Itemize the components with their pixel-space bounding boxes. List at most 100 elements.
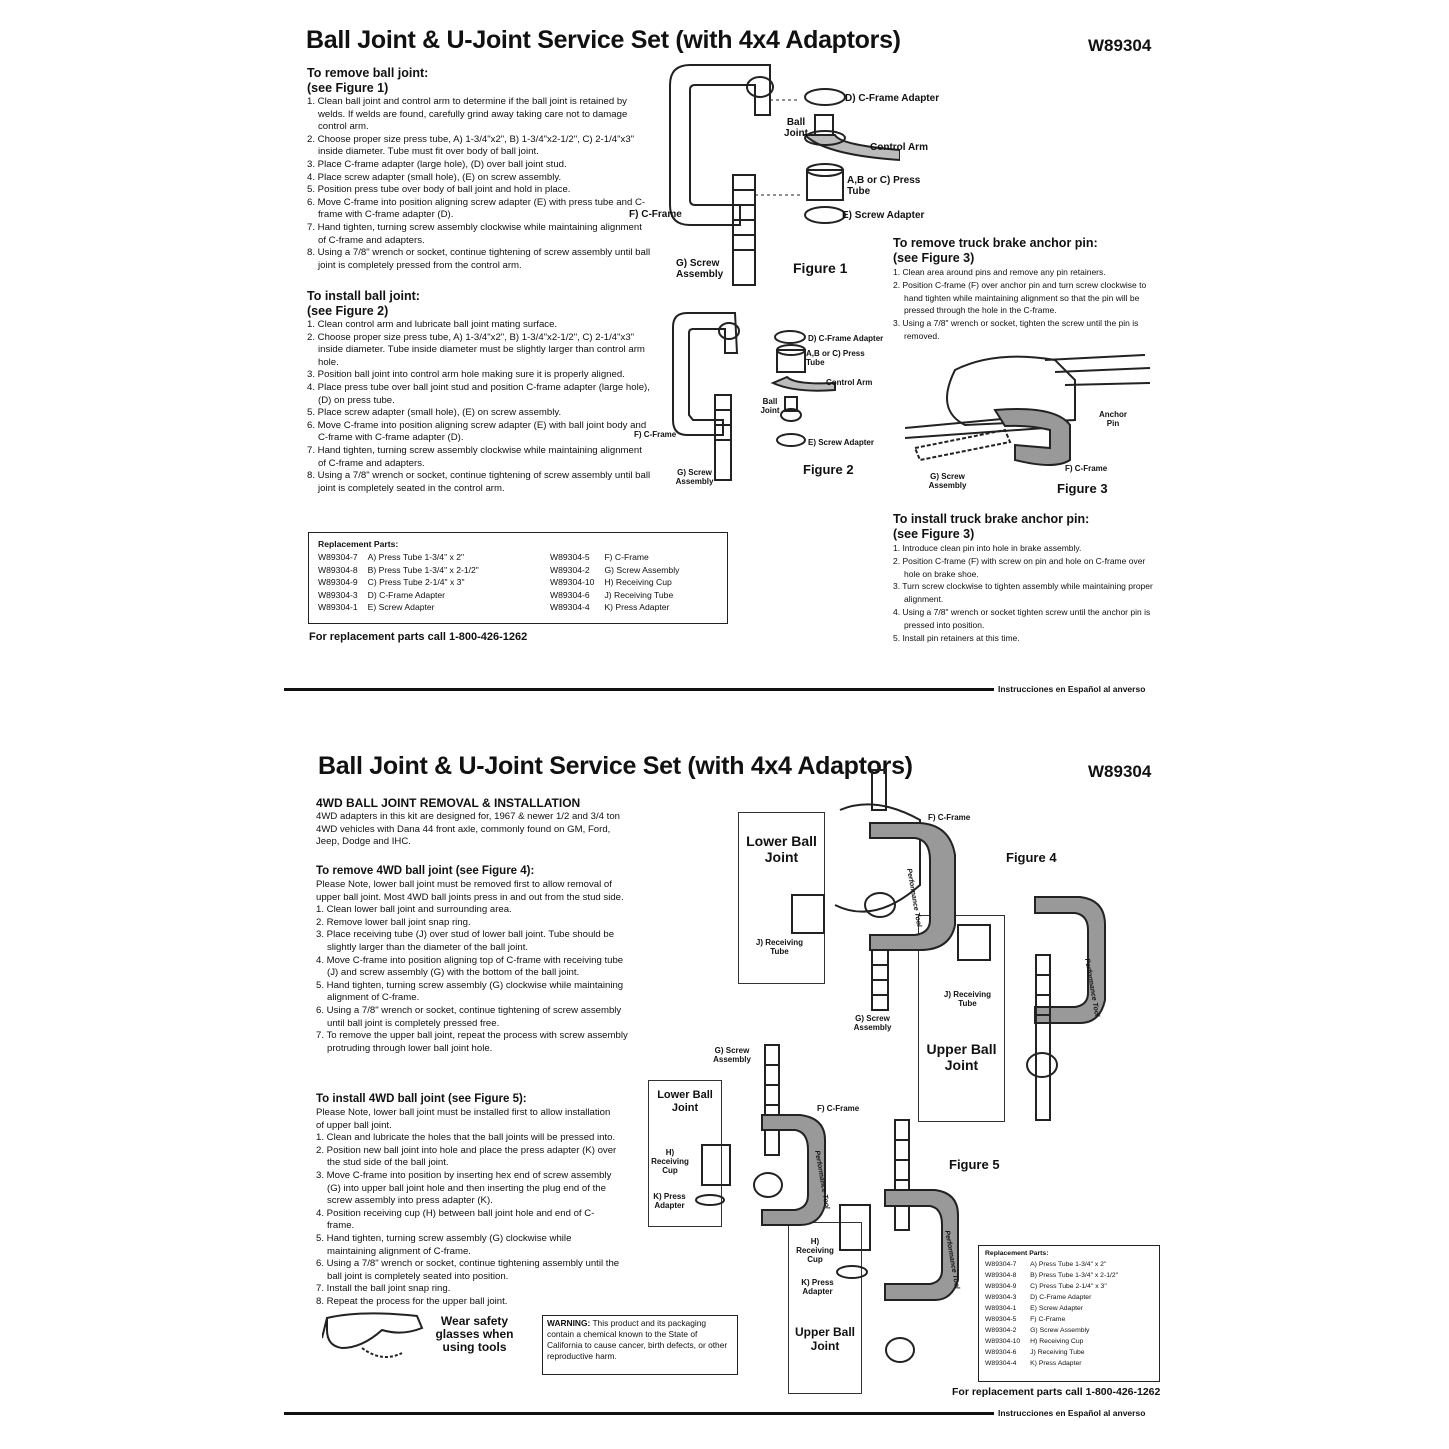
part-description: J) Receiving Tube (1030, 1349, 1085, 1356)
part-number: W89304-5 (985, 1316, 1017, 1323)
part-number: W89304-8 (318, 564, 358, 575)
step: 6. Move C-frame into position aligning s… (307, 419, 647, 444)
step: 1. Clean area around pins and remove any… (893, 267, 1106, 277)
section-remove-ball-joint: To remove ball joint: (see Figure 1) 1. … (307, 66, 652, 272)
part-number: W89304-2 (985, 1327, 1017, 1334)
section-install-anchor-pin: To install truck brake anchor pin: (see … (893, 512, 1158, 644)
step: 4. Place screw adapter (small hole), (E)… (307, 171, 562, 183)
step: 1. Clean control arm and lubricate ball … (307, 319, 558, 330)
part-description: J) Receiving Tube (604, 589, 674, 600)
part-number: W89304-7 (318, 552, 358, 562)
fig4-lower-block: Lower Ball Joint (738, 812, 825, 984)
parts-row: W89304-2 G) Screw Assembly (550, 564, 689, 577)
part-description: C) Press Tube 2-1/4" x 3" (367, 577, 465, 588)
parts-row: W89304-7 A) Press Tube 1-3/4" x 2" (985, 1259, 1128, 1270)
part-description: G) Screw Assembly (604, 564, 680, 575)
safety-glasses-icon (322, 1312, 424, 1358)
divider-bottom (284, 1412, 994, 1415)
subheading: (see Figure 3) (893, 527, 975, 541)
fig2-label-e: E) Screw Adapter (808, 438, 874, 447)
replacement-phone: For replacement parts call 1-800-426-126… (309, 631, 528, 643)
section-install-4wd: To install 4WD ball joint (see Figure 5)… (316, 1092, 621, 1309)
fig5-lower-label: Lower Ball Joint (657, 1089, 713, 1114)
figure-3-caption: Figure 3 (1057, 481, 1108, 496)
note: Please Note, lower ball joint must be re… (316, 879, 624, 903)
part-description: C) Press Tube 2-1/4" x 3" (1030, 1283, 1107, 1290)
bottom-part-number: W89304 (1088, 762, 1152, 781)
step: 8. Repeat the process for the upper ball… (316, 1295, 508, 1307)
part-description: D) C-Frame Adapter (1030, 1294, 1092, 1301)
figure-1-caption: Figure 1 (793, 260, 848, 276)
part-description: E) Screw Adapter (1030, 1305, 1084, 1312)
spanish-note-bottom: Instrucciones en Español al anverso (998, 1408, 1146, 1418)
part-description: K) Press Adapter (1030, 1360, 1082, 1367)
heading: To remove truck brake anchor pin: (893, 236, 1098, 250)
heading: To remove ball joint: (307, 66, 429, 80)
step: 3. Move C-frame into position by inserti… (316, 1169, 612, 1207)
part-number: W89304-8 (985, 1272, 1017, 1279)
bottom-title: Ball Joint & U-Joint Service Set (with 4… (318, 752, 913, 780)
safety-text: Wear safety glasses when using tools (435, 1314, 514, 1354)
step: 3. Using a 7/8" wrench or socket, tighte… (893, 318, 1139, 341)
figure-1-drawing (669, 64, 900, 286)
fig4-label-g: G) Screw Assembly (853, 1014, 892, 1032)
step: 3. Place C-frame adapter (large hole), (… (307, 158, 567, 170)
top-title: Ball Joint & U-Joint Service Set (with 4… (306, 26, 901, 54)
parts-heading: Replacement Parts: (318, 539, 399, 549)
part-number: W89304-1 (318, 602, 358, 613)
figure-5-drawing (695, 1044, 959, 1363)
heading: To install truck brake anchor pin: (893, 512, 1090, 526)
fig1-label-ball: Ball Joint (784, 117, 808, 139)
part-number: W89304-6 (985, 1349, 1017, 1356)
fig4-lower-label: Lower Ball Joint (746, 833, 817, 865)
step: 2. Position new ball joint into hole and… (316, 1144, 617, 1169)
divider-top (284, 688, 994, 691)
warning-label: WARNING: (547, 1318, 591, 1328)
fig5-lower-block: Lower Ball Joint (648, 1080, 722, 1227)
step: 7. Hand tighten, turning screw assembly … (307, 221, 642, 246)
part-number: W89304-9 (985, 1283, 1017, 1290)
part-number: W89304-6 (550, 589, 590, 600)
step: 5. Place screw adapter (small hole), (E)… (307, 407, 562, 419)
part-description: K) Press Adapter (604, 602, 670, 613)
part-number: W89304-10 (985, 1338, 1021, 1345)
step: 3. Position ball joint into control arm … (307, 369, 625, 381)
step: 1. Clean ball joint and control arm to d… (307, 96, 628, 133)
step: 2. Position C-frame (F) over anchor pin … (893, 279, 1147, 316)
part-description: A) Press Tube 1-3/4" x 2" (367, 552, 465, 562)
step: 4. Move C-frame into position aligning t… (316, 954, 624, 979)
subheading: (see Figure 1) (307, 81, 389, 95)
warning-box: WARNING: This product and its packaging … (542, 1315, 738, 1375)
spanish-note-top: Instrucciones en Español al anverso (998, 684, 1146, 694)
fig1-label-f: F) C-Frame (629, 209, 682, 220)
fig5-label-f: F) C-Frame (817, 1104, 860, 1113)
fig3-label-anchor: Anchor Pin (1099, 410, 1127, 428)
step: 5. Hand tighten, turning screw assembly … (316, 979, 624, 1004)
fig4-label-j2: J) Receiving Tube (943, 990, 992, 1008)
part-number: W89304-7 (985, 1261, 1017, 1268)
parts-row: W89304-6 J) Receiving Tube (985, 1347, 1128, 1358)
fig2-label-tube: A,B or C) Press Tube (806, 349, 865, 367)
fig4-upper-label: Upper Ball Joint (926, 1041, 997, 1073)
part-number: W89304-3 (985, 1294, 1017, 1301)
part-description: B) Press Tube 1-3/4" x 2-1/2" (1030, 1272, 1119, 1279)
part-description: B) Press Tube 1-3/4" x 2-1/2" (367, 564, 479, 575)
part-description: F) C-Frame (1030, 1316, 1066, 1323)
section-install-ball-joint: To install ball joint: (see Figure 2) 1.… (307, 289, 652, 495)
parts-row: W89304-3 D) C-Frame Adapter (985, 1292, 1128, 1303)
fig1-label-g: G) Screw Assembly (676, 258, 724, 280)
part-number: W89304-2 (550, 564, 590, 575)
heading: To install 4WD ball joint (see Figure 5)… (316, 1093, 527, 1105)
step: 5. Install pin retainers at this time. (893, 632, 1020, 643)
part-description: D) C-Frame Adapter (367, 589, 446, 600)
replacement-phone-bottom: For replacement parts call 1-800-426-126… (952, 1386, 1161, 1398)
part-number: W89304-3 (318, 589, 358, 600)
part-description: A) Press Tube 1-3/4" x 2" (1030, 1261, 1107, 1268)
parts-row: W89304-9 C) Press Tube 2-1/4" x 3" (985, 1281, 1128, 1292)
